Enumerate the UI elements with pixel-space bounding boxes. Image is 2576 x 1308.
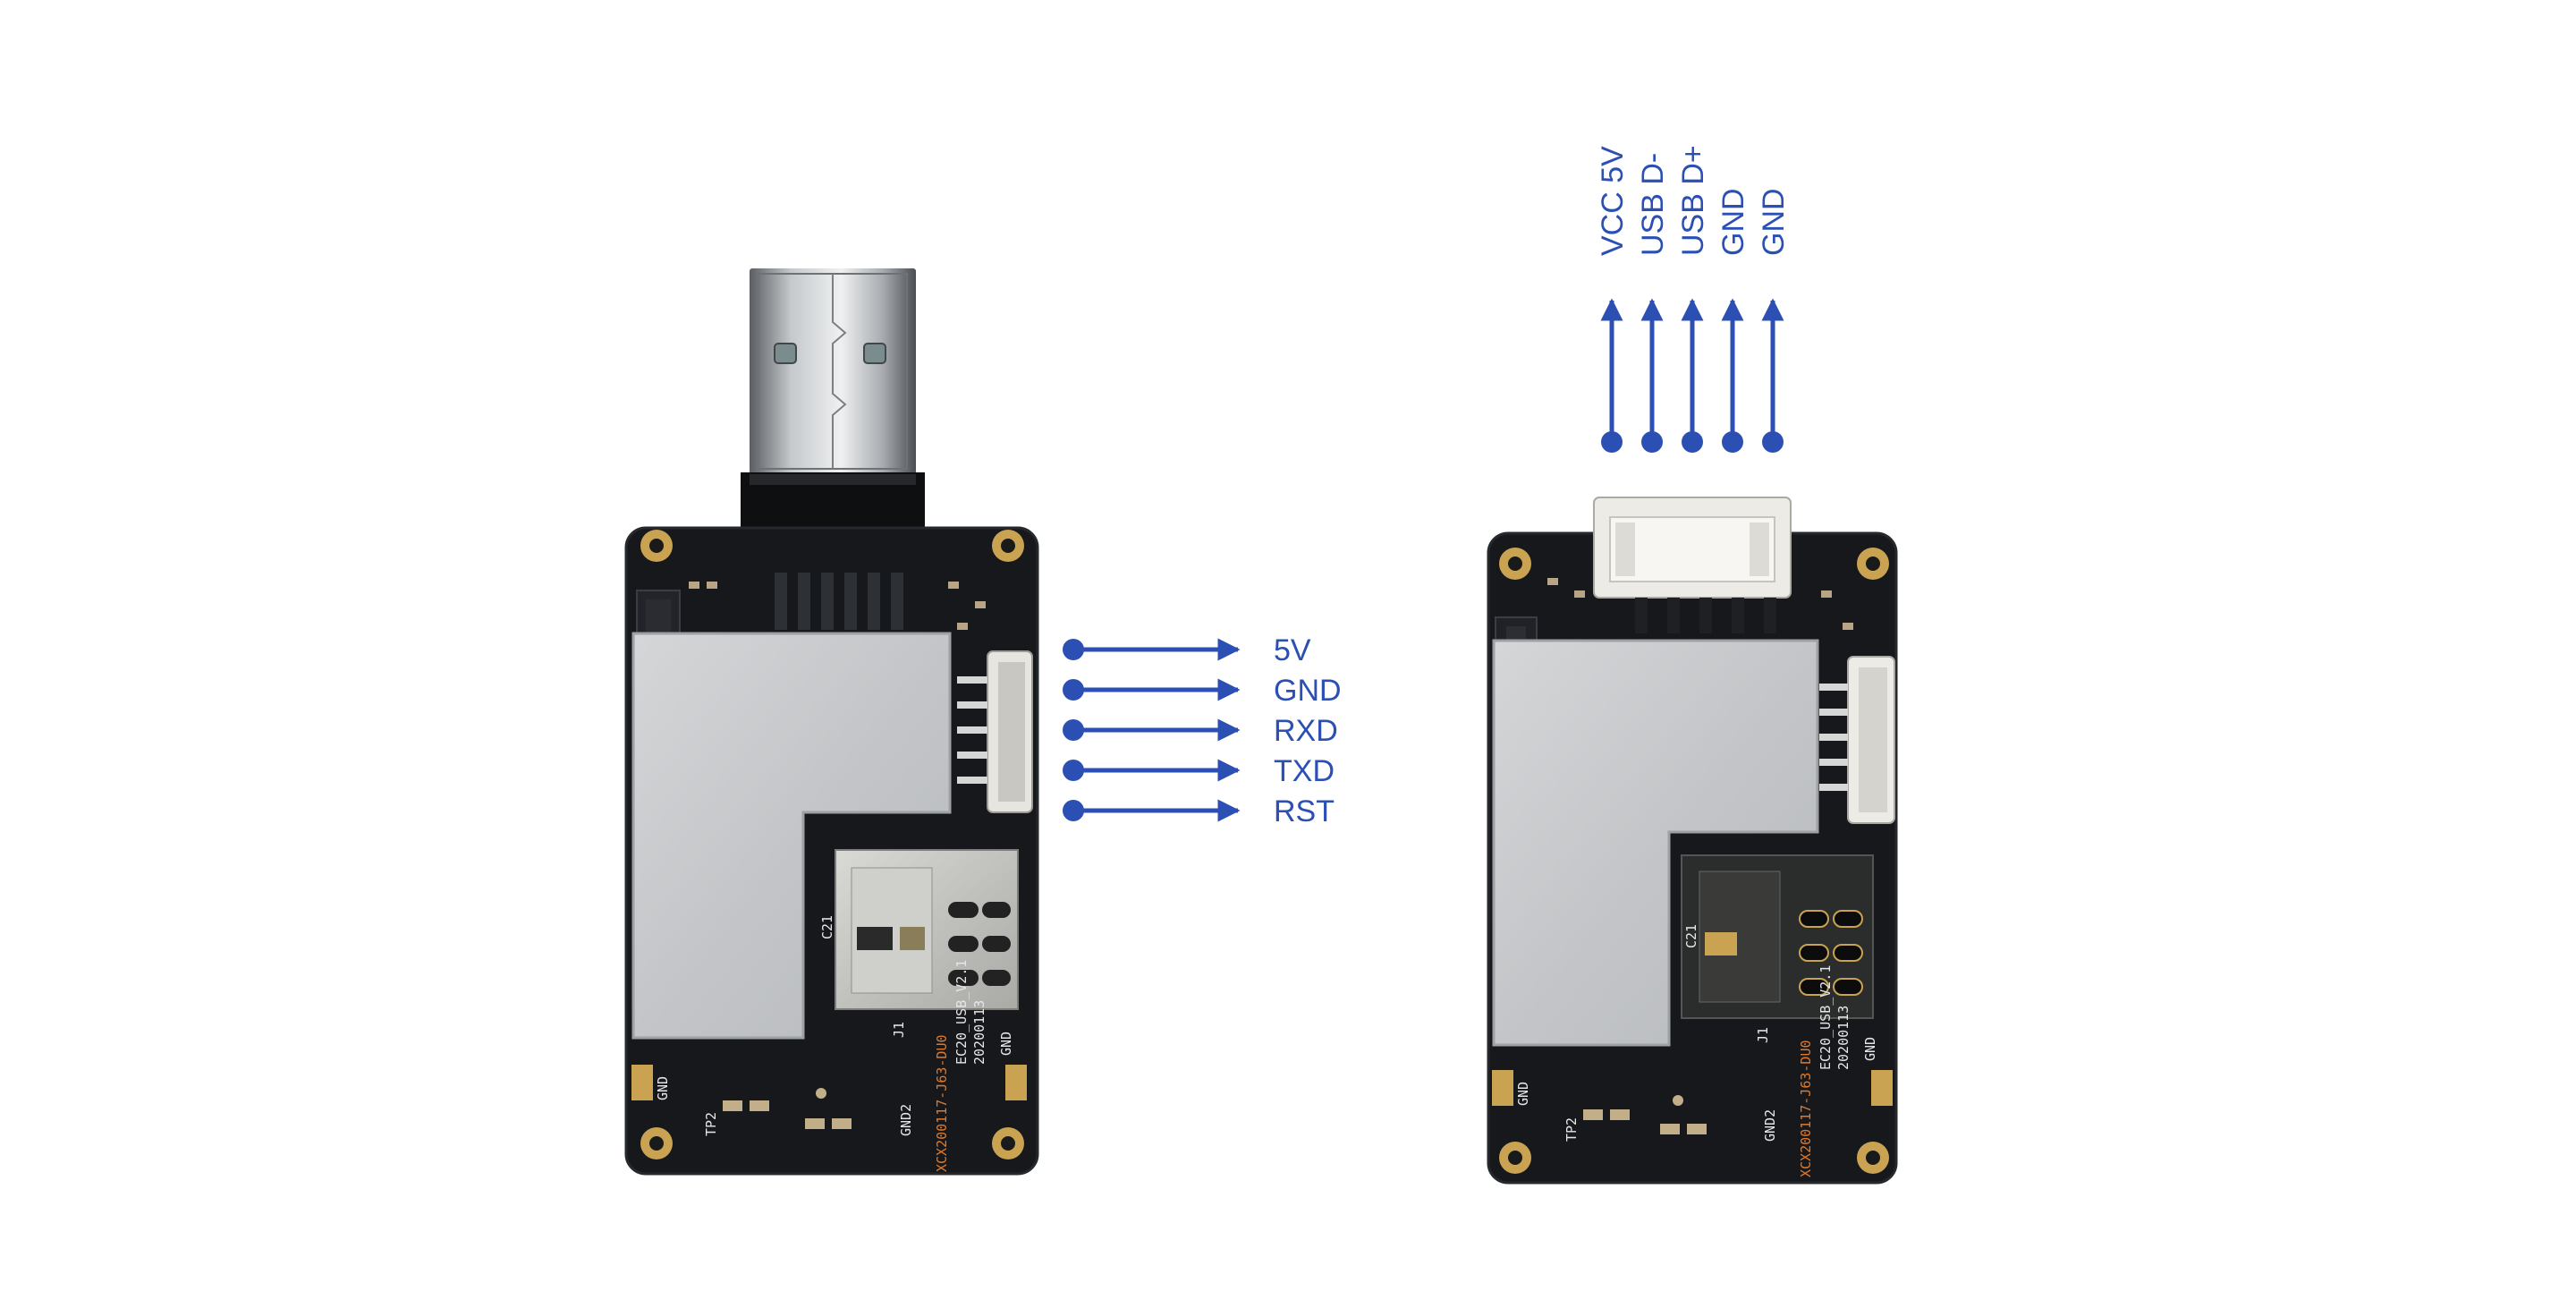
gnd2-label: GND2 bbox=[1762, 1109, 1778, 1142]
gold-pad bbox=[1492, 1070, 1513, 1106]
pin-label: GND bbox=[1757, 188, 1791, 256]
board-date-text: 20200113 bbox=[1835, 1006, 1852, 1070]
j1-label: J1 bbox=[1755, 1027, 1771, 1043]
tp2-label: TP2 bbox=[703, 1112, 719, 1136]
rf-shield bbox=[1492, 639, 1819, 1047]
left-board: EC20_USB_V2.1 20200113 XCX200117-J63-DU0… bbox=[624, 268, 1039, 1176]
j1-label: J1 bbox=[891, 1022, 907, 1038]
sim-card-slot bbox=[835, 849, 1019, 1010]
pin-label: GND bbox=[1716, 188, 1750, 256]
c21-label: C21 bbox=[819, 915, 835, 939]
pin-label: RXD bbox=[1274, 714, 1338, 748]
gnd-label: GND bbox=[1515, 1082, 1531, 1106]
usb-pin-callout: USB D- bbox=[1636, 153, 1670, 453]
right-board: EC20_USB_V2.1 20200113 XCX200117-J63-DU0… bbox=[1487, 497, 1898, 1185]
gold-pad bbox=[1005, 1065, 1027, 1100]
mounting-holes bbox=[640, 530, 1024, 1159]
board-model-text: EC20_USB_V2.1 bbox=[953, 960, 970, 1065]
usb-a-plug bbox=[741, 268, 925, 539]
uart-pin-callout: 5V bbox=[1063, 633, 1311, 667]
mounting-holes bbox=[1499, 548, 1889, 1174]
uart-pin-callouts: 5V GND RXD TXD RST bbox=[1063, 633, 1342, 828]
pin-label: TXD bbox=[1274, 754, 1335, 788]
uart-pin-callout: RST bbox=[1063, 794, 1335, 828]
c21-label: C21 bbox=[1683, 924, 1699, 948]
board-code-text: XCX200117-J63-DU0 bbox=[1798, 1040, 1814, 1177]
tp2-label: TP2 bbox=[1563, 1117, 1580, 1142]
gnd-label: GND bbox=[655, 1076, 671, 1100]
usb-pin-callout: VCC 5V bbox=[1596, 146, 1630, 453]
uart-connector bbox=[957, 650, 1033, 813]
uart-pin-callout: TXD bbox=[1063, 754, 1335, 788]
gold-pad bbox=[631, 1065, 653, 1100]
pin-label: VCC 5V bbox=[1596, 146, 1630, 256]
rf-shield bbox=[631, 632, 952, 1040]
pin-label: 5V bbox=[1274, 633, 1311, 667]
gold-pad bbox=[1871, 1070, 1893, 1106]
pin-label: USB D+ bbox=[1676, 145, 1710, 256]
pin-label: USB D- bbox=[1636, 153, 1670, 256]
pin-label: GND bbox=[1274, 674, 1342, 708]
usb-pin-callout: GND bbox=[1757, 188, 1791, 453]
uart-pin-callout: GND bbox=[1063, 674, 1342, 708]
board-date-text: 20200113 bbox=[971, 1000, 987, 1065]
usb-pads bbox=[775, 573, 903, 630]
pin-label: RST bbox=[1274, 794, 1335, 828]
usb-pin-callout: USB D+ bbox=[1676, 145, 1710, 453]
board-code-text: XCX200117-J63-DU0 bbox=[934, 1034, 950, 1172]
uart-connector bbox=[1819, 656, 1895, 824]
gnd-label: GND bbox=[998, 1032, 1014, 1056]
uart-pin-callout: RXD bbox=[1063, 714, 1338, 748]
gnd2-label: GND2 bbox=[898, 1104, 914, 1136]
board-model-text: EC20_USB_V2.1 bbox=[1818, 965, 1834, 1070]
usb-pin-callout: GND bbox=[1716, 188, 1750, 453]
usb-header-connector bbox=[1593, 497, 1792, 633]
sim-card-slot bbox=[1681, 854, 1874, 1019]
gnd-label: GND bbox=[1862, 1037, 1878, 1061]
